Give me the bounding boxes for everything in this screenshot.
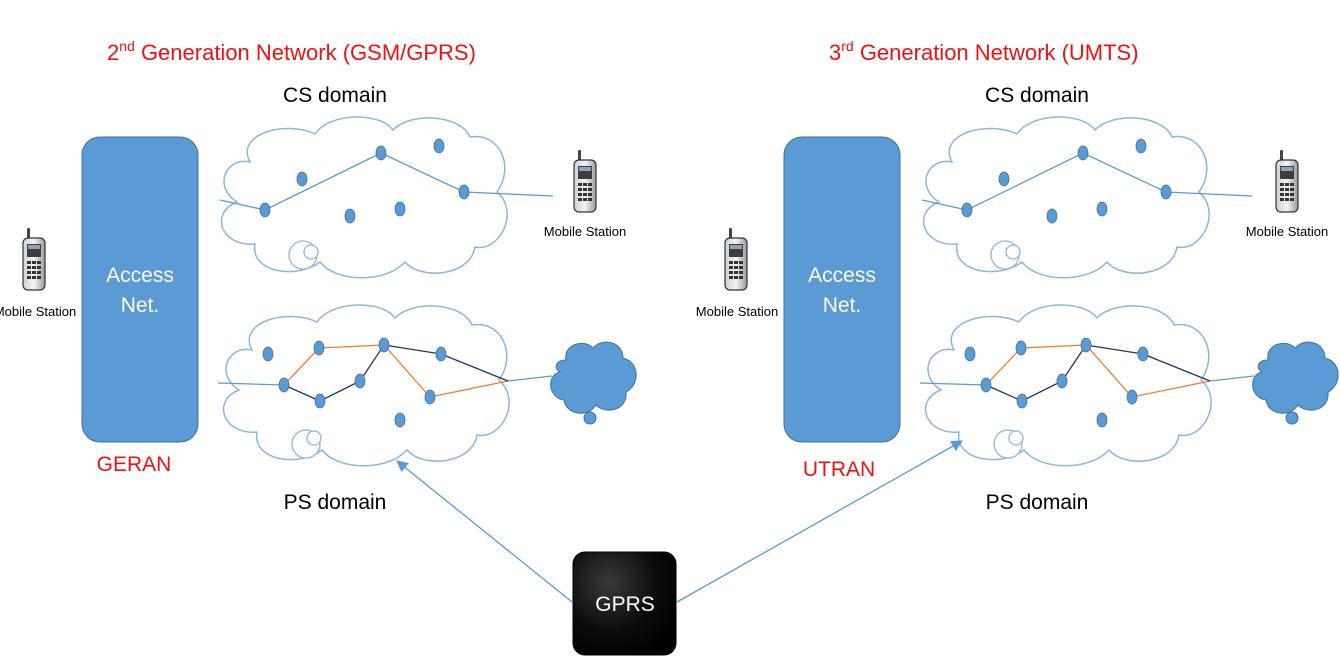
mobile-station-label: Mobile Station [696,304,778,319]
network-node [314,393,326,409]
network-node [262,346,274,362]
network-node [980,377,992,393]
cloud-bubble [1285,411,1299,425]
cloud-bubble [583,411,597,425]
network-node [1160,184,1172,200]
ps-links [217,344,553,402]
cs-links [921,152,1253,211]
network-node [394,201,406,217]
mobile-phone-icon [1275,149,1299,213]
network-node [375,145,387,161]
gprs-label: GPRS [595,593,655,616]
internet-cloud [1252,341,1339,414]
ps-domain-cloud [222,304,510,467]
arrow-to-3g-ps [676,440,964,603]
cs-nodes [259,138,470,224]
mobile-phone-icon [22,227,46,291]
cs-nodes [961,138,1172,224]
mobile-phone-icon [724,227,748,291]
ps-domain-cloud [924,304,1212,467]
network-node [1126,389,1138,405]
network-node [424,389,436,405]
network-node [433,138,445,154]
network-node [1080,337,1092,353]
mobile-station-label: Mobile Station [544,224,626,239]
network-node [394,412,406,428]
network-node [1135,138,1147,154]
network-node [259,202,271,218]
network-node [1046,208,1058,224]
cs-domain-label: CS domain [283,84,387,107]
network-node [1016,393,1028,409]
network-node [296,171,308,187]
mobile-station-label: Mobile Station [1246,224,1328,239]
network-node [1096,412,1108,428]
ps-domain-label: PS domain [284,491,387,514]
mobile-station-label: Mobile Station [0,304,76,319]
network-node [1137,346,1149,362]
network-node [278,377,290,393]
panel-3g: 3rd Generation Network (UMTS) CS domain … [696,38,1339,514]
access-network-block [81,136,199,443]
network-node [458,184,470,200]
ran-label: GERAN [97,453,172,476]
ps-domain-label: PS domain [986,491,1089,514]
panel-title: 3rd Generation Network (UMTS) [829,38,1139,65]
network-node [998,171,1010,187]
access-network-label-line1: Access [106,264,174,287]
cloud-bubble [1005,244,1021,260]
network-node [344,208,356,224]
cloud-bubble [1008,430,1024,446]
network-node [313,340,325,356]
ps-nodes [964,337,1149,428]
network-node [1056,373,1068,389]
network-node [1096,201,1108,217]
network-node [354,373,366,389]
cloud-bubble [306,430,322,446]
panel-title: 2nd Generation Network (GSM/GPRS) [107,38,476,65]
ran-label: UTRAN [803,458,875,481]
access-network-block [783,136,901,443]
access-network-label-line2: Net. [121,294,160,317]
ps-links [919,344,1255,402]
network-node [435,346,447,362]
cs-domain-label: CS domain [985,84,1089,107]
arrow-to-2g-ps [396,460,573,603]
cs-links [219,152,554,211]
network-node [961,202,973,218]
internet-cloud [550,341,637,414]
access-network-label-line1: Access [808,264,876,287]
ps-nodes [262,337,447,428]
network-node [964,346,976,362]
network-node [1077,145,1089,161]
network-node [1015,340,1027,356]
cloud-bubble [303,244,319,260]
mobile-phone-icon [573,149,597,213]
network-node [378,337,390,353]
panel-2g: 2nd Generation Network (GSM/GPRS) CS dom… [0,38,637,514]
gprs-box [572,551,677,656]
access-network-label-line2: Net. [823,294,862,317]
